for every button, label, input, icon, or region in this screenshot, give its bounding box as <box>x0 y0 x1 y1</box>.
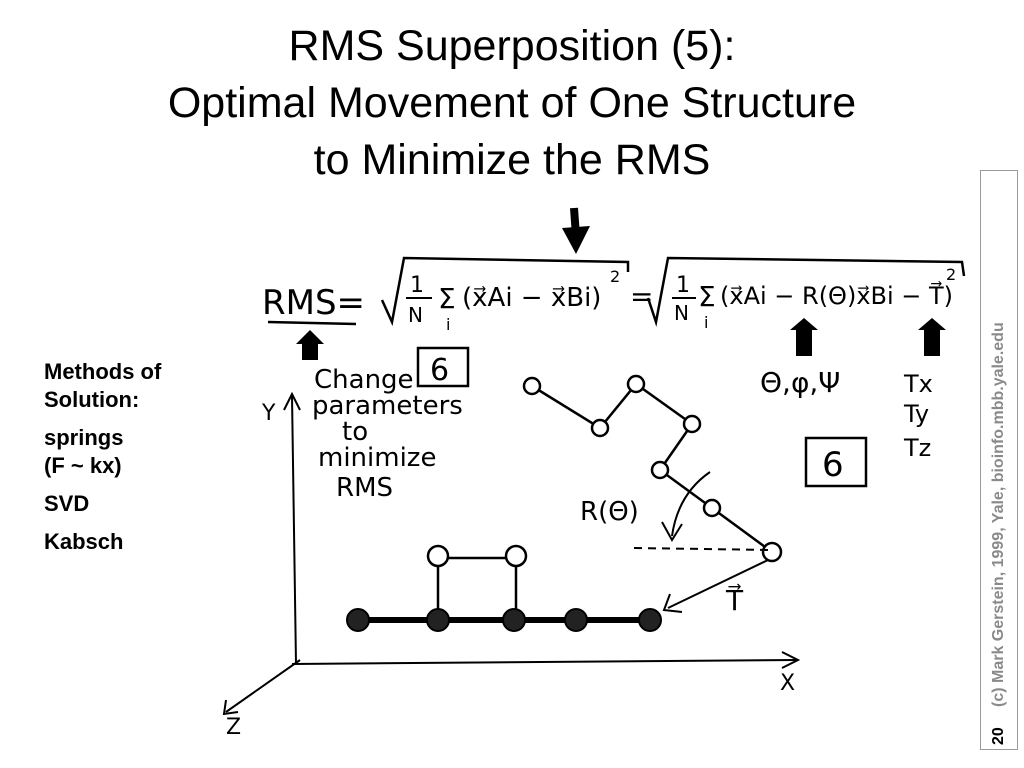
down-arrow-icon <box>562 207 590 254</box>
note-line-5: RMS <box>336 473 393 503</box>
atom-node <box>761 541 783 563</box>
atom-node <box>650 460 670 480</box>
note-line-2: parameters <box>312 391 463 421</box>
methods-of-solution: Methods of Solution: springs (F ~ kx) SV… <box>44 358 214 556</box>
atom-node <box>702 498 722 518</box>
formula-sum-1: Σ <box>438 282 456 315</box>
parameter-count-box <box>416 346 470 388</box>
formula-numerator-1: 1 <box>410 273 424 298</box>
translation-param-z: Tz <box>903 434 931 462</box>
atom-node <box>522 376 542 396</box>
rotation-annotation: R(Θ) <box>580 471 773 551</box>
translation-param-y: Ty <box>903 400 929 428</box>
atom-node <box>504 544 528 568</box>
parameter-count: 6 <box>430 353 449 388</box>
formula-square-1: 2 <box>610 267 620 286</box>
atom-node <box>682 414 702 434</box>
hand-note: Change parameters to minimize RMS 6 <box>312 346 470 503</box>
method-springs-formula: (F ~ kx) <box>44 453 122 478</box>
structure-b <box>522 374 783 563</box>
formula-index-1: i <box>446 315 450 334</box>
formula-left-term: (x⃗Ai − x⃗Bi) <box>462 283 601 313</box>
formula-denominator-1: N <box>408 303 423 327</box>
atom-node <box>502 608 526 632</box>
formula-equals-2: = <box>630 280 653 313</box>
note-line-3: to <box>342 417 368 447</box>
note-line-1: Change <box>314 365 414 395</box>
atom-node <box>626 374 646 394</box>
up-arrow-icon <box>918 318 946 356</box>
atom-node <box>638 608 662 632</box>
method-svd: SVD <box>44 491 90 516</box>
formula-denominator-2: N <box>674 301 689 325</box>
rotation-label: R(Θ) <box>580 497 639 527</box>
y-axis-label: Y <box>261 401 276 426</box>
translation-annotation: T⃗ <box>662 559 769 617</box>
formula-lhs: RMS= <box>262 283 365 323</box>
parameter-count-box-2 <box>804 436 868 488</box>
title-line-1: RMS Superposition (5): <box>288 22 736 70</box>
z-axis-label: Z <box>226 715 241 740</box>
formula-square-2: 2 <box>946 265 956 284</box>
formula-index-2: i <box>704 313 708 332</box>
note-line-4: minimize <box>318 443 436 473</box>
translation-label: T⃗ <box>725 583 744 617</box>
method-springs: springs <box>44 425 124 450</box>
method-item-springs: springs (F ~ kx) <box>44 424 214 480</box>
coordinate-axes: Y X Z <box>222 391 801 740</box>
slide-title: RMS Superposition (5): Optimal Movement … <box>40 18 984 189</box>
copyright-credit: (c) Mark Gerstein, 1999, Yale, bioinfo.m… <box>990 322 1007 707</box>
structure-a <box>346 544 662 632</box>
atom-node <box>426 544 450 568</box>
formula-sum-2: Σ <box>698 280 716 313</box>
atom-node <box>564 608 588 632</box>
rotation-parameters: Θ,φ,Ψ <box>760 366 840 399</box>
atom-node <box>426 608 450 632</box>
title-line-2: Optimal Movement of One Structure <box>167 79 857 127</box>
atom-node <box>590 418 610 438</box>
credit-sidebar: (c) Mark Gerstein, 1999, Yale, bioinfo.m… <box>980 170 1018 750</box>
formula-numerator-2: 1 <box>676 273 690 298</box>
methods-heading: Methods of Solution: <box>44 359 162 412</box>
method-kabsch: Kabsch <box>44 529 124 554</box>
formula-right-term: (x⃗Ai − R(Θ)x⃗Bi − T⃗) <box>720 281 953 310</box>
rms-formula: RMS= 1 N Σ i (x⃗Ai − x⃗Bi) 2 = 1 N Σ i (… <box>262 256 966 334</box>
atom-node <box>346 608 370 632</box>
up-arrow-icon <box>296 330 324 360</box>
page-number: 20 <box>990 727 1007 745</box>
x-axis-label: X <box>780 671 795 696</box>
up-arrow-icon <box>790 318 818 356</box>
title-line-3: to Minimize the RMS <box>313 136 711 184</box>
translation-param-x: Tx <box>903 370 933 398</box>
parameter-count-2: 6 <box>822 445 844 485</box>
